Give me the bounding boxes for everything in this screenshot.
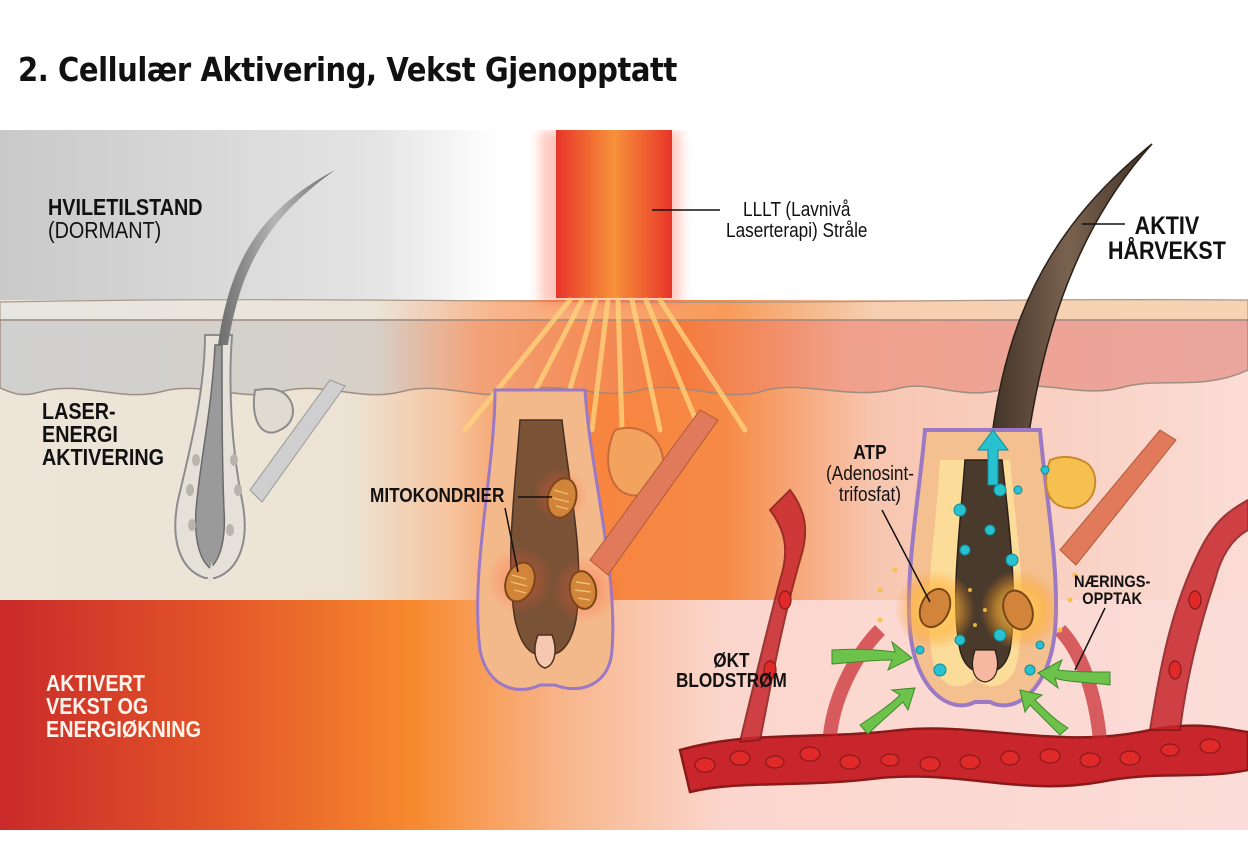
active-hair-line: HÅRVEKST	[1108, 237, 1226, 265]
laser-energy-label: LASER- ENERGI AKTIVERING	[42, 400, 164, 469]
diagram-illustration	[0, 130, 1248, 830]
atp-sub: (Adenosint-	[826, 463, 914, 485]
atp-label: ATP (Adenosint- trifosfat)	[826, 443, 914, 506]
nutrient-line: NÆRINGS-	[1074, 572, 1151, 591]
nutrient-line: OPPTAK	[1082, 589, 1143, 608]
growth-arrow-icon	[977, 429, 1009, 486]
laser-energy-line: AKTIVERING	[42, 444, 164, 470]
nutrient-leader	[1074, 607, 1106, 671]
laser-beam	[556, 130, 672, 298]
mitochondrion	[546, 477, 578, 519]
lllt-label: LLLT (Lavnivå Laserterapi) Stråle	[726, 200, 867, 242]
epidermis-layer	[0, 319, 1248, 396]
green-arrow-icon	[1037, 658, 1111, 690]
active-follicle	[831, 143, 1177, 736]
dormant-label: HVILETILSTAND (DORMANT)	[48, 196, 203, 242]
red-blood-cells	[694, 590, 1221, 773]
mitochondria-label: MITOKONDRIER	[370, 486, 504, 506]
green-arrow-icon	[859, 687, 916, 735]
activated-line: AKTIVERT	[46, 670, 145, 696]
green-arrow-icon	[831, 640, 913, 672]
active-hair-label: AKTIV HÅRVEKST	[1108, 214, 1226, 264]
mitochondria-text: MITOKONDRIER	[370, 485, 505, 507]
active-muscle	[1059, 429, 1177, 566]
blood-flow-line: ØKT	[713, 650, 750, 672]
mitochondria-leader-2	[504, 507, 519, 573]
atp-main: ATP	[853, 442, 887, 464]
activated-line: ENERGIØKNING	[46, 716, 201, 742]
activating-follicle	[476, 388, 719, 691]
laser-energy-line: ENERGI	[42, 421, 118, 447]
atp-sub: trifosfat)	[838, 484, 902, 506]
active-hair-line: AKTIV	[1134, 212, 1200, 240]
dormant-follicle	[174, 170, 346, 585]
lllt-line: LLLT (Lavnivå	[743, 199, 851, 221]
mitochondrion	[504, 561, 536, 603]
mitochondrion	[1002, 589, 1034, 631]
dormant-label-sub: (DORMANT)	[48, 217, 162, 243]
blood-flow-line: BLODSTRØM	[676, 670, 787, 692]
diagram-stage: HVILETILSTAND (DORMANT) LASER- ENERGI AK…	[0, 130, 1248, 830]
lllt-line: Laserterapi) Stråle	[726, 220, 868, 242]
page-title: 2. Cellulær Aktivering, Vekst Gjenopptat…	[18, 50, 677, 89]
activated-line: VEKST OG	[46, 693, 149, 719]
laser-energy-line: LASER-	[42, 398, 116, 424]
active-sebaceous-gland	[1045, 455, 1097, 510]
activated-label: AKTIVERT VEKST OG ENERGIØKNING	[46, 672, 201, 741]
dormant-hair-shaft	[218, 170, 335, 345]
blood-vessels	[678, 488, 1248, 794]
dormant-label-main: HVILETILSTAND	[48, 194, 203, 220]
nutrient-label: NÆRINGS- OPPTAK	[1074, 573, 1150, 607]
nutrient-arrows	[831, 640, 1111, 736]
atp-leader	[881, 509, 931, 603]
dormant-muscle	[249, 379, 346, 503]
atp-particles	[915, 465, 1050, 677]
dormant-sebaceous-gland	[252, 387, 294, 434]
green-arrow-icon	[1019, 689, 1069, 736]
blood-flow-label: ØKT BLODSTRØM	[676, 651, 787, 691]
